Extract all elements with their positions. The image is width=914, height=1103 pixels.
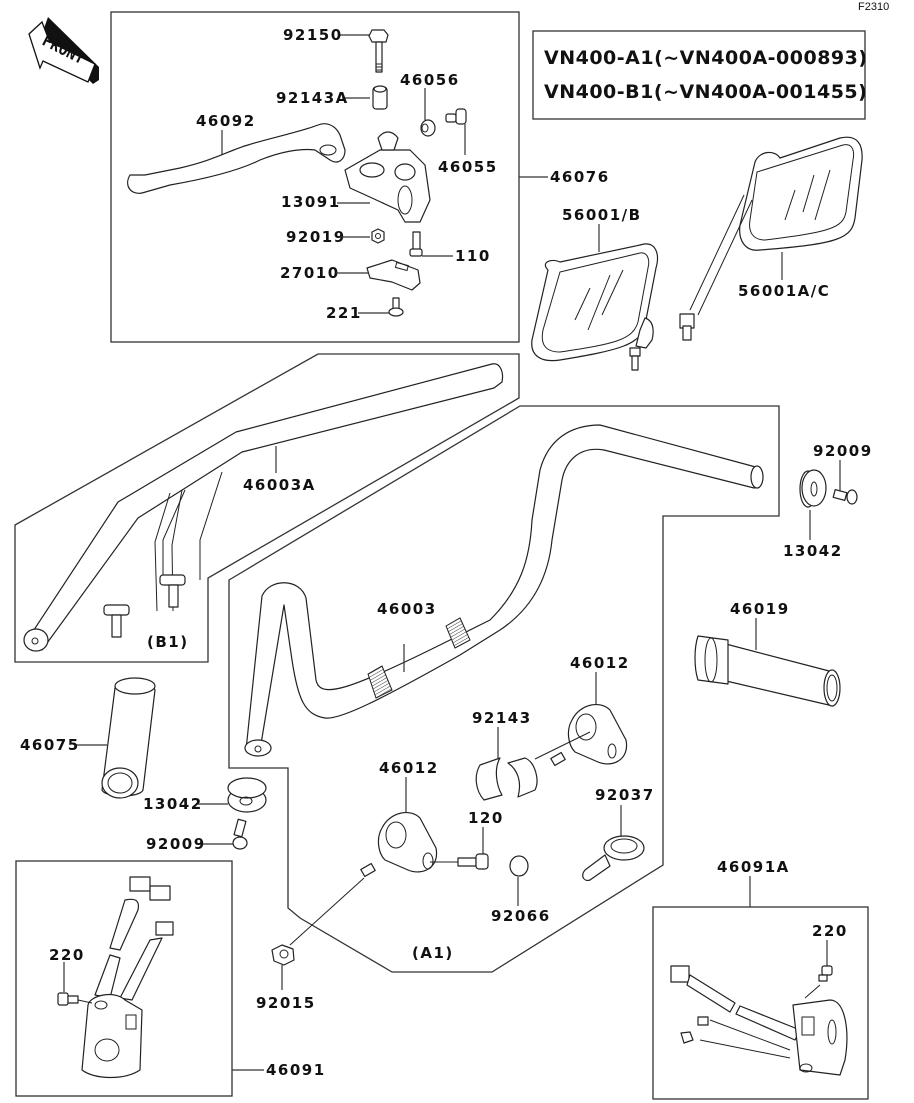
part-label-46092[interactable]: 46092: [196, 112, 256, 130]
throttle-housing-46012-lower-icon: [360, 811, 438, 878]
part-label-46091A[interactable]: 46091A: [717, 858, 790, 876]
part-label-13091[interactable]: 13091: [281, 193, 341, 211]
clutch-lever-assembly-group: 46076 92150 92143A 46056 46055: [110, 11, 610, 343]
left-grip-group: 46075 13042 92009: [20, 677, 267, 853]
part-label-13042-right[interactable]: 13042: [783, 542, 843, 560]
right-switch-46091A-icon: [670, 965, 848, 1076]
part-label-46056[interactable]: 46056: [400, 71, 460, 89]
part-label-46003[interactable]: 46003: [377, 600, 437, 618]
bolt-92150-icon: [368, 29, 389, 73]
collar-92143A-icon: [372, 85, 388, 110]
handlebar-a1-group: 46003 46012 92143 92037 46012: [228, 405, 780, 973]
model-applicability-box: VN400-A1(~VN400A-000893) VN400-B1(~VN400…: [532, 30, 868, 120]
adjuster-46055-icon: [445, 108, 467, 125]
part-label-220-right[interactable]: 220: [812, 922, 848, 940]
part-label-92009-right[interactable]: 92009: [813, 442, 873, 460]
sleeve-92143-icon: [475, 757, 538, 801]
left-switch-group: 46091 220: [15, 860, 326, 1097]
screw-92009-left-icon: [232, 818, 248, 850]
part-label-56001AC[interactable]: 56001A/C: [738, 282, 830, 300]
part-label-92015[interactable]: 92015: [256, 994, 316, 1012]
model-line-1: VN400-A1(~VN400A-000893): [544, 47, 868, 69]
part-label-46075[interactable]: 46075: [20, 736, 80, 754]
part-label-46012-upper[interactable]: 46012: [570, 654, 630, 672]
part-label-220-left[interactable]: 220: [49, 946, 85, 964]
throttle-grip-group: 46019: [694, 600, 841, 707]
mirrors-group: 56001/B 56001A/C: [531, 136, 863, 371]
part-label-92143[interactable]: 92143: [472, 709, 532, 727]
nut-92015-icon: [271, 944, 295, 966]
screw-221-icon: [388, 297, 404, 317]
bar-end-right-group: 92009 13042: [783, 442, 873, 560]
left-switch-46091-icon: [81, 876, 174, 1079]
mirror-left-56001B-icon: [531, 243, 659, 371]
variant-label-A1: (A1): [412, 944, 454, 962]
front-direction-arrow-icon: FRONT: [28, 17, 99, 84]
screw-120-icon: [457, 853, 489, 870]
grip-46075-icon: [101, 677, 156, 799]
locknut-46056-icon: [420, 119, 436, 137]
part-label-92150[interactable]: 92150: [283, 26, 343, 44]
handlebar-46003A-icon: [23, 363, 504, 652]
part-label-92037[interactable]: 92037: [595, 786, 655, 804]
lever-holder-13091-icon: [344, 131, 431, 223]
part-label-221[interactable]: 221: [326, 304, 362, 322]
part-label-46012-lower[interactable]: 46012: [379, 759, 439, 777]
mirror-right-56001AC-icon: [679, 136, 863, 341]
part-label-13042-left[interactable]: 13042: [143, 795, 203, 813]
part-label-110[interactable]: 110: [455, 247, 491, 265]
figure-id: F2310: [858, 1, 889, 13]
part-label-27010[interactable]: 27010: [280, 264, 340, 282]
weight-13042-left-icon: [227, 777, 267, 813]
model-line-2: VN400-B1(~VN400A-001455): [544, 81, 867, 103]
throttle-housing-46012-upper-icon: [550, 703, 628, 767]
part-label-92143A[interactable]: 92143A: [276, 89, 349, 107]
part-label-46055[interactable]: 46055: [438, 158, 498, 176]
part-label-46091[interactable]: 46091: [266, 1061, 326, 1079]
part-label-46003A[interactable]: 46003A: [243, 476, 316, 494]
variant-label-B1: (B1): [147, 633, 189, 651]
screw-220-left-icon: [57, 992, 79, 1006]
handlebar-46003-icon: [244, 424, 764, 757]
part-label-92066[interactable]: 92066: [491, 907, 551, 925]
clutch-switch-27010-icon: [366, 259, 421, 291]
cap-92066-icon: [509, 855, 529, 877]
handlebar-b1-group: 46003A (B1): [14, 353, 520, 663]
part-label-56001B[interactable]: 56001/B: [562, 206, 642, 224]
part-label-92019[interactable]: 92019: [286, 228, 346, 246]
cable-adjuster-92037-icon: [582, 835, 645, 881]
part-label-120[interactable]: 120: [468, 809, 504, 827]
weight-13042-right-icon: [799, 469, 827, 508]
part-label-46076[interactable]: 46076: [550, 168, 610, 186]
clutch-lever-46092-icon: [127, 123, 346, 194]
screw-220-right-icon: [818, 965, 833, 982]
right-switch-group: 46091A 220: [652, 858, 869, 1100]
part-label-46019[interactable]: 46019: [730, 600, 790, 618]
screw-92009-right-icon: [832, 488, 858, 505]
part-label-92009-left[interactable]: 92009: [146, 835, 206, 853]
nut-92019-icon: [371, 228, 385, 244]
throttle-grip-46019-icon: [694, 635, 841, 707]
screw-110-icon: [409, 231, 423, 257]
